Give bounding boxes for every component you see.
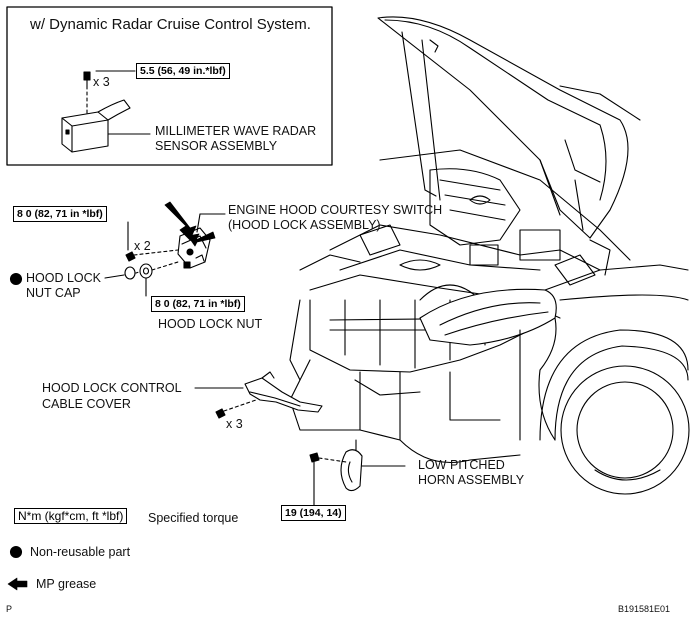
switch-label-line1: ENGINE HOOD COURTESY SWITCH (228, 203, 443, 217)
hood-lock-nut-label: HOOD LOCK NUT (158, 317, 263, 331)
nut-cap-nonreusable-icon (9, 272, 23, 286)
grease-arrow-icon (164, 201, 197, 241)
footer-left-mark: P (6, 604, 13, 614)
radar-bolt-qty: x 3 (93, 75, 110, 89)
legend-torque-desc: Specified torque (148, 511, 239, 525)
hood-lock-nut-icon (139, 263, 153, 279)
radar-label-line2: SENSOR ASSEMBLY (155, 139, 278, 153)
hood-lock-bolt-qty: x 2 (134, 239, 151, 253)
horn-label-line2: HORN ASSEMBLY (418, 473, 525, 487)
horn-torque-box: 19 (194, 14) (281, 505, 346, 521)
cable-cover-label-line2: CABLE COVER (42, 397, 131, 411)
cable-cover-label-line1: HOOD LOCK CONTROL (42, 381, 182, 395)
nut-cap-icon (124, 266, 136, 280)
headlamp (419, 288, 557, 346)
nut-torque-box: 8 0 (82, 71 in *lbf) (151, 296, 245, 312)
radar-sensor-icon (61, 99, 131, 153)
grease-arrow-icon-2 (187, 231, 216, 247)
grease-legend-icon (7, 577, 28, 591)
front-wheel (539, 329, 690, 495)
hood-lock-assembly (177, 227, 211, 269)
nut-cap-leader (104, 274, 125, 279)
horn-bolt-icon (309, 452, 347, 463)
radar-label-line1: MILLIMETER WAVE RADAR (155, 124, 317, 138)
nut-cap-label-line1: HOOD LOCK (26, 271, 102, 285)
raised-hood (377, 16, 641, 239)
radar-bolt-icon (83, 71, 91, 87)
front-fender (289, 264, 689, 464)
switch-label-line2: (HOOD LOCK ASSEMBLY) (228, 218, 381, 232)
bolt-torque-box: 8 0 (82, 71 in *lbf) (13, 206, 107, 222)
cable-cover-icon (244, 371, 323, 413)
radar-torque-box: 5.5 (56, 49 in.*lbf) (136, 63, 230, 79)
cable-cover-bolt-qty: x 3 (226, 417, 243, 431)
engine-bay (299, 149, 631, 286)
inset-title: w/ Dynamic Radar Cruise Control System. (30, 16, 311, 33)
legend-torque-box: N*m (kgf*cm, ft *lbf) (14, 508, 128, 524)
figure-id: B191581E01 (618, 604, 671, 614)
legend-grease-text: MP grease (36, 577, 97, 591)
nonreusable-legend-icon (9, 545, 23, 559)
nut-cap-label-line2: NUT CAP (26, 286, 81, 300)
horn-label-line1: LOW PITCHED (418, 458, 505, 472)
hood-lock-bolt-icon (125, 249, 179, 262)
legend-nonreusable-text: Non-reusable part (30, 545, 131, 559)
cable-cover-bolt-icon (215, 399, 257, 419)
horn-icon (340, 439, 363, 492)
inset-frame (6, 6, 333, 166)
